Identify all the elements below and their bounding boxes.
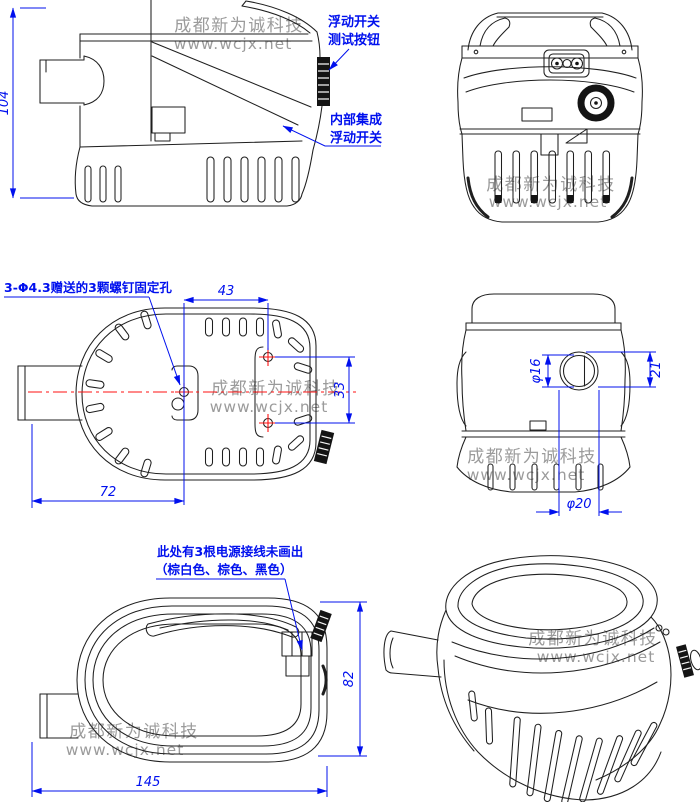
view-front: 成都新为诚科技 www.wcjx.net [457,12,643,223]
callout-test-button-line1: 浮动开关 [328,14,380,30]
watermark: 成都新为诚科技 www.wcjx.net [528,629,658,666]
callout-test-button: 浮动开关 测试按钮 [328,14,380,71]
watermark: 成都新为诚科技 www.wcjx.net [210,379,341,416]
callout-test-button-line2: 测试按钮 [328,32,380,48]
pump-rear-outline [456,293,631,493]
test-button-knurl-iso [676,644,694,678]
watermark-website: www.wcjx.net [489,193,608,211]
pump-bottom-outline [17,307,317,481]
dim-text-phi20: φ20 [566,497,591,512]
pump-isometric-outline [383,555,672,802]
dim-text-33: 33 [333,382,348,399]
watermark-company: 成都新为诚科技 [528,629,658,649]
pump-side-outline [39,0,323,207]
dim-text-145: 145 [136,775,161,790]
callout-screw-holes-text: 3-Φ4.3赠送的3颗螺钉固定孔 [4,280,172,295]
dim-text-phi16: φ16 [529,358,544,383]
dim-height-104: 104 [0,7,74,199]
dim-text-82: 82 [342,671,357,688]
callout-wires-line2: （棕白色、棕色、黑色） [155,562,293,577]
dim-outlet-72: 72 [31,424,185,508]
watermark-company: 成都新为诚科技 [467,447,597,467]
dim-text-43: 43 [218,284,235,299]
watermark-company: 成都新为诚科技 [69,722,199,742]
edge-shadow [321,664,328,696]
watermark-website: www.wcjx.net [210,398,329,416]
power-connector [543,49,590,78]
callout-internal-line2: 浮动开关 [330,130,382,146]
callout-wires-line1: 此处有3根电源接线未画出 [157,544,303,559]
dim-width-82: 82 [318,601,367,757]
strainer-shadows [466,176,634,219]
watermark: 成都新为诚科技 www.wcjx.net [174,16,304,53]
dim-text-104: 104 [0,91,12,116]
test-button-knurl-bottom [313,429,335,465]
dim-text-21: 21 [649,361,664,378]
view-top: 成都新为诚科技 www.wcjx.net 82 [31,544,367,797]
pump-front-outline [457,12,643,223]
dim-text-72: 72 [100,485,117,500]
watermark-company: 成都新为诚科技 [174,16,304,36]
callout-internal-float-switch: 内部集成 浮动开关 [282,112,382,147]
watermark-website: www.wcjx.net [66,741,185,759]
view-bottom: 成都新为诚科技 www.wcjx.net [4,280,356,508]
callout-internal-line1: 内部集成 [330,112,382,128]
float-switch-test-button-knurl [317,57,330,106]
watermark: 成都新为诚科技 www.wcjx.net [467,447,597,484]
dim-hole-offset-43: 43 [183,284,269,505]
callout-screw-holes: 3-Φ4.3赠送的3颗螺钉固定孔 [4,280,181,386]
button-end-cap [689,649,700,671]
callout-power-wires: 此处有3根电源接线未画出 （棕白色、棕色、黑色） [155,544,303,651]
watermark-company: 成都新为诚科技 [211,379,341,399]
dim-outlet-height-21: 21 [586,351,664,388]
dim-hole-spacing-33: 33 [275,356,355,424]
watermark: 成都新为诚科技 www.wcjx.net [486,175,616,211]
test-button-front-knob [577,84,615,122]
view-side: 成都新为诚科技 www.wcjx.net [0,0,382,207]
dim-outlet-inner-16: φ16 [529,354,574,388]
view-isometric: 成都新为诚科技 www.wcjx.net [383,555,700,802]
watermark-website: www.wcjx.net [537,648,656,666]
watermark-website: www.wcjx.net [467,466,586,484]
test-button-knurl-top [310,609,332,643]
dim-length-145: 145 [31,742,328,797]
watermark-website: www.wcjx.net [174,35,293,53]
watermark: 成都新为诚科技 www.wcjx.net [66,722,199,759]
watermark-company: 成都新为诚科技 [486,175,616,195]
view-rear: 成都新为诚科技 www.wcjx.net [456,293,664,516]
mounting-holes [175,348,277,432]
dim-outlet-outer-20: φ20 [536,390,622,516]
